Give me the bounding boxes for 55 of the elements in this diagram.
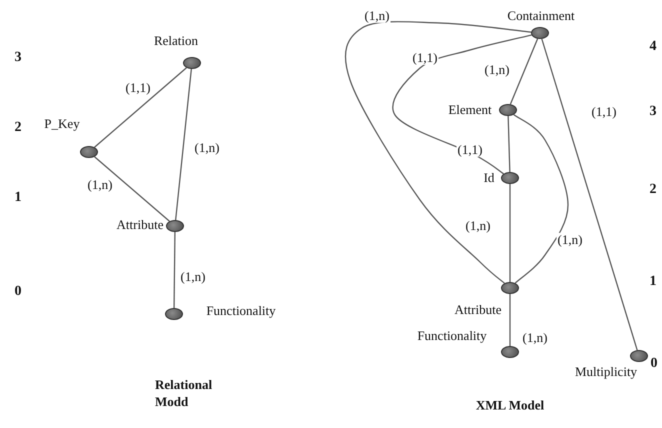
level-number: 3: [650, 104, 656, 120]
node-label: Containment: [506, 8, 576, 24]
connector-line: [513, 114, 569, 284]
edge-label: (1,n): [556, 232, 584, 248]
node-label: P_Key: [43, 116, 81, 132]
diagram-caption: Relational Modd: [155, 377, 214, 411]
node-label: Id: [482, 170, 496, 186]
connector-line: [541, 38, 638, 350]
level-number: 4: [650, 39, 656, 55]
edge-label: (1,n): [364, 8, 390, 24]
connector-line: [344, 21, 532, 284]
level-number: 0: [650, 356, 658, 372]
cardinality-label: (1,1): [456, 142, 484, 158]
level-number: 2: [650, 182, 656, 198]
level-number: 2: [14, 120, 22, 136]
edge-label: (1,n): [86, 178, 114, 192]
node-label: Element: [447, 102, 493, 118]
node-dot: [165, 308, 183, 320]
node-dot: [630, 350, 648, 362]
connector-line: [392, 34, 532, 174]
connector-line: [510, 38, 538, 104]
node-dot: [80, 146, 98, 158]
level-number: 3: [14, 50, 22, 66]
edge-label: (1,n): [484, 62, 510, 78]
node-dot: [531, 27, 549, 39]
node-label: Multiplicity: [574, 364, 638, 380]
node-dot: [501, 282, 519, 294]
node-label: Relation: [152, 34, 200, 48]
node-dot: [501, 172, 519, 184]
connector-line: [94, 156, 170, 222]
node-label: Attribute: [454, 302, 502, 318]
node-dot: [183, 57, 201, 69]
level-number: 1: [650, 274, 656, 290]
node-label: Attribute: [116, 218, 164, 232]
node-dot: [166, 220, 184, 232]
edge-label: (1,n): [180, 270, 206, 284]
level-number: 1: [14, 190, 22, 206]
level-number: 0: [14, 284, 22, 300]
edge-label: (1,1): [124, 80, 152, 96]
node-dot: [499, 104, 517, 116]
edge-label: (1,n): [522, 330, 548, 346]
cardinality-label: (1,n): [464, 218, 492, 234]
connector-line: [173, 232, 176, 308]
node-label: Functionality: [205, 304, 277, 318]
edge-label: (1,1): [412, 50, 438, 66]
node-dot: [501, 346, 519, 358]
edge-label: (1,1): [590, 104, 618, 120]
connector-line: [175, 68, 192, 220]
node-label: Functionality: [416, 328, 488, 344]
edge-label: (1,n): [194, 140, 220, 156]
connector-line: [509, 294, 511, 346]
connector-line: [94, 67, 187, 148]
connector-line: [509, 184, 511, 282]
connector-line: [508, 116, 510, 172]
diagram-caption: XML Model: [474, 398, 546, 414]
